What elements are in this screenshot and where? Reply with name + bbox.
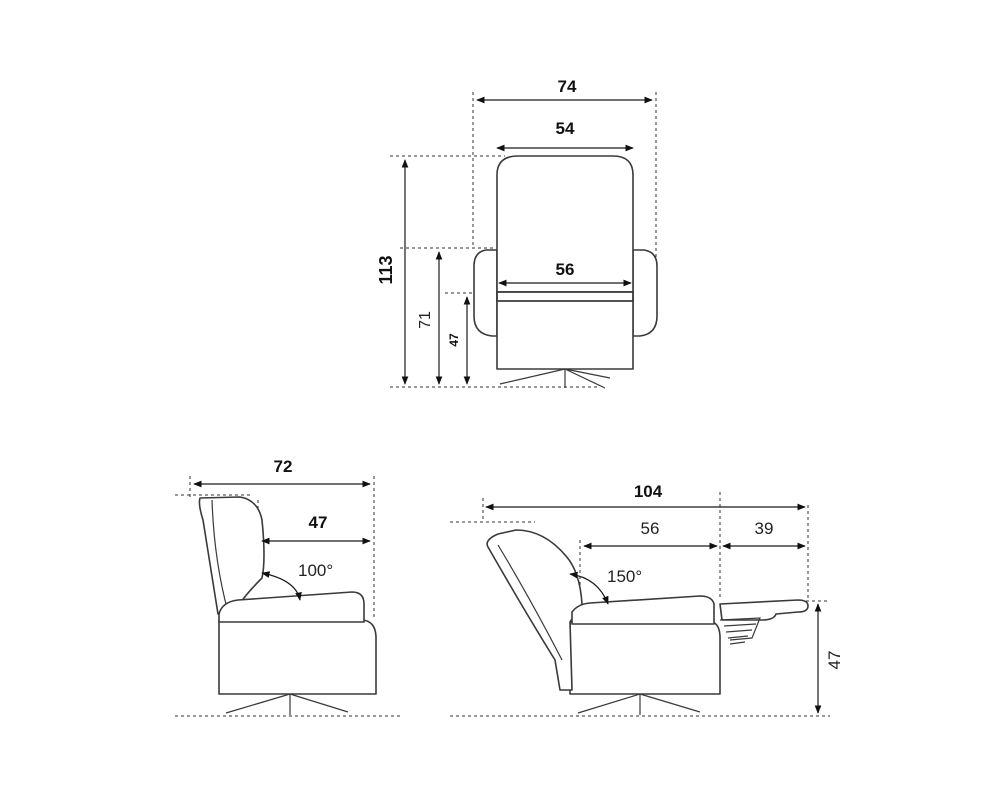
seat-cushion-reclined — [571, 595, 715, 625]
side-view: 100° 72 47 — [175, 457, 400, 717]
side-back-angle: 100° — [298, 561, 333, 580]
dim-footrest-length: 39 — [755, 519, 774, 538]
dim-depth: 72 — [274, 457, 293, 476]
dim-seat-depth: 47 — [309, 513, 328, 532]
seat-cushion-side — [218, 591, 365, 623]
seat-cushion-front — [496, 291, 634, 302]
dim-overall-height: 113 — [376, 255, 396, 284]
dim-back-width: 54 — [556, 119, 575, 138]
dim-footrest-height: 47 — [825, 651, 844, 670]
left-armrest — [473, 249, 498, 337]
footrest — [719, 599, 809, 621]
dim-seat-height: 47 — [447, 333, 461, 347]
right-armrest — [632, 249, 658, 337]
dim-armrest-height: 71 — [417, 311, 434, 329]
chair-base-front — [496, 299, 634, 370]
dim-seat-width: 56 — [556, 260, 575, 279]
chair-base-reclined — [569, 621, 721, 695]
front-view: 74 54 56 113 71 47 — [376, 77, 658, 389]
chair-base-side — [218, 619, 377, 695]
reclined-view: 150° 104 56 39 47 — [450, 482, 844, 717]
dim-overall-width: 74 — [558, 77, 577, 96]
reclined-back-angle: 150° — [607, 567, 642, 586]
dim-chair-length: 56 — [641, 519, 660, 538]
chair-back-front — [496, 155, 634, 293]
chair-back-side — [198, 496, 265, 615]
dim-overall-length: 104 — [634, 482, 663, 501]
chair-back-reclined — [486, 529, 583, 691]
